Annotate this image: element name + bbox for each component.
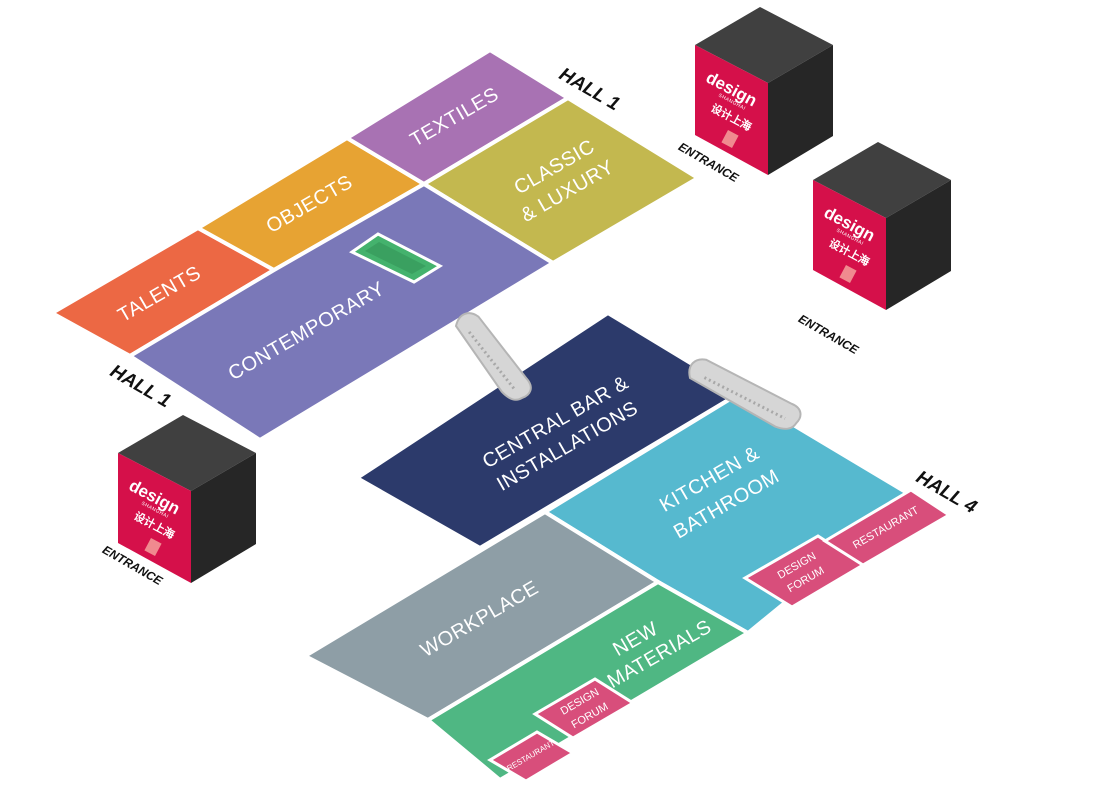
zone-new-materials[interactable] bbox=[424, 579, 752, 783]
escalator-icon bbox=[454, 312, 532, 401]
zone-contemporary[interactable] bbox=[126, 181, 557, 443]
entrance-cube-top[interactable]: design SHANGHAI 设计上海 bbox=[695, 7, 833, 175]
zone-design-forum-bottom[interactable] bbox=[532, 677, 636, 740]
escalator-icon bbox=[688, 358, 802, 430]
small-booth-inner bbox=[365, 242, 426, 274]
door-icon bbox=[144, 538, 162, 556]
entrance-cube-right[interactable]: design SHANGHAI 设计上海 bbox=[813, 142, 951, 310]
door-icon bbox=[721, 130, 739, 148]
entrance-label-right: ENTRANCE bbox=[796, 312, 862, 358]
entrance-cube-left[interactable]: design SHANGHAI 设计上海 bbox=[118, 415, 256, 583]
zone-restaurant-right[interactable] bbox=[822, 488, 952, 567]
door-icon bbox=[839, 265, 857, 283]
zone-restaurant-bottom[interactable] bbox=[487, 730, 576, 783]
